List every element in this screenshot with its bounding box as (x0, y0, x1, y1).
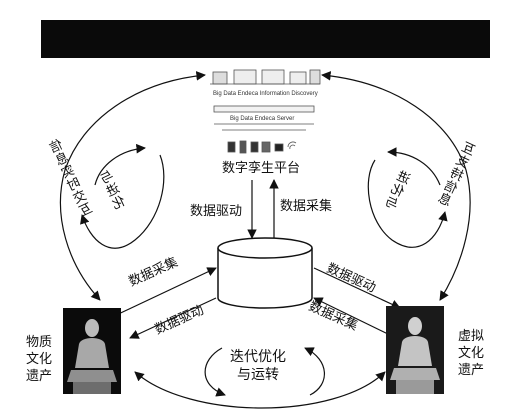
platform-title: 数字孪生平台 (222, 161, 301, 176)
center-drive-label: 数据驱动 (190, 204, 243, 219)
outer-arc-top-right (321, 71, 471, 301)
right-collect-arrow (313, 297, 391, 336)
physical-heritage-photo (63, 308, 121, 394)
bottom-cycle-line-2: 与运转 (237, 367, 279, 383)
center-collect-label: 数据采集 (280, 199, 333, 214)
title-bar (41, 20, 490, 58)
physical-heritage-line-1: 物质 (26, 335, 53, 350)
inner-cycle-left-arrow (80, 154, 165, 249)
outer-arc-bottom (134, 371, 386, 409)
virtual-heritage-photo (386, 306, 444, 394)
inner-cycle-right-arrow (367, 159, 448, 248)
inner-cycle-left-arrow-2 (94, 143, 146, 186)
bottom-cycle-arrow-2 (304, 347, 325, 396)
right-drive-arrow (313, 267, 401, 309)
platform-illustration (210, 69, 321, 154)
virtual-heritage-line-1: 虚拟 (458, 329, 485, 344)
left-drive-arrow (129, 297, 217, 339)
database-cylinder (217, 237, 313, 309)
bottom-cycle-arrow (204, 347, 226, 397)
software-label-1: Big Data Endeca Information Discovery (213, 91, 318, 97)
virtual-heritage-line-2: 文化 (458, 346, 485, 361)
bottom-cycle-line-1: 迭代优化 (230, 349, 286, 365)
outer-arc-top-left (59, 71, 206, 301)
software-label-2: Big Data Endeca Server (230, 116, 295, 122)
virtual-heritage-line-3: 遗产 (458, 363, 485, 378)
physical-heritage-line-2: 文化 (26, 352, 53, 367)
physical-heritage-line-3: 遗产 (26, 369, 53, 384)
inner-cycle-right-arrow-2 (387, 147, 441, 186)
left-collect-arrow (109, 267, 217, 319)
